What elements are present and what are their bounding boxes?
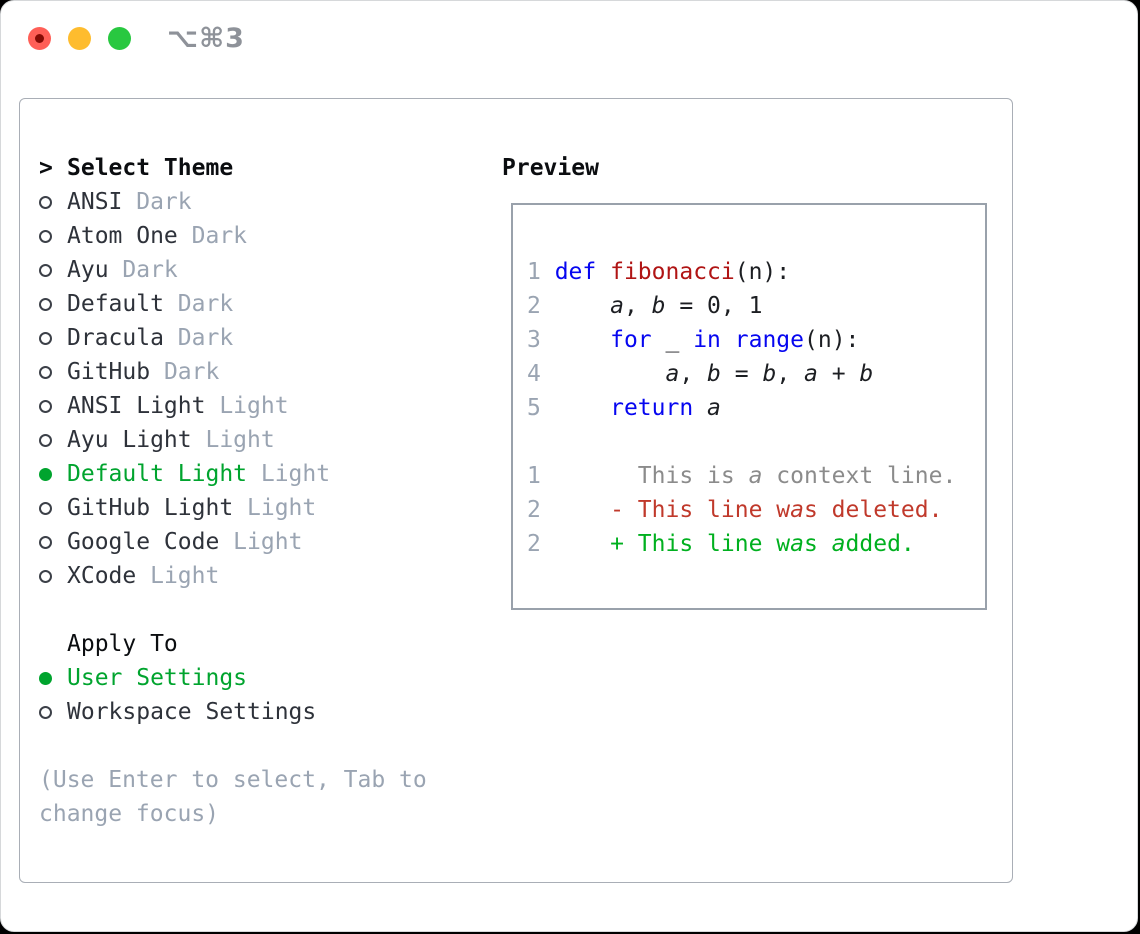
option-label: Google Code <box>67 529 220 555</box>
option-label: Ayu <box>67 257 109 283</box>
radio-selected-icon <box>39 467 52 481</box>
hint-text: (Use Enter to select, Tab to change focus… <box>39 763 499 831</box>
option-variant: Light <box>205 393 289 419</box>
option-variant: Light <box>233 495 317 521</box>
theme-option-ayu-light[interactable]: Ayu Light Light <box>39 423 499 457</box>
option-variant: Light <box>136 563 220 589</box>
option-label: GitHub Light <box>67 495 234 521</box>
traffic-lights <box>28 27 131 50</box>
radio-icon <box>39 263 52 277</box>
code-line <box>527 425 985 459</box>
option-label: Workspace Settings <box>67 699 317 725</box>
radio-icon <box>39 501 52 515</box>
hint-line: (Use Enter to select, Tab to <box>39 767 427 793</box>
option-label: ANSI <box>67 189 123 215</box>
theme-option-default-light[interactable]: Default Light Light <box>39 457 499 491</box>
option-variant: Dark <box>108 257 178 283</box>
theme-header-label: Select Theme <box>67 155 234 181</box>
code-line: 1 This is a context line. <box>527 463 957 489</box>
theme-option-ayu[interactable]: Ayu Dark <box>39 253 499 287</box>
theme-option-atom-one[interactable]: Atom One Dark <box>39 219 499 253</box>
section-gap <box>39 593 499 627</box>
code-line: 5 return a <box>527 395 721 421</box>
option-variant: Dark <box>177 223 248 249</box>
option-variant: Light <box>219 529 303 555</box>
theme-option-github[interactable]: GitHub Dark <box>39 355 499 389</box>
code-line: 1 def fibonacci(n): <box>527 259 791 285</box>
option-label: Default Light <box>67 461 248 487</box>
code-line: 4 a, b = b, a + b <box>527 361 874 387</box>
option-variant: Dark <box>163 291 234 317</box>
window-title: ⌥⌘3 <box>167 23 245 54</box>
option-variant: Dark <box>150 359 220 385</box>
option-label: User Settings <box>67 665 248 691</box>
option-label: GitHub <box>67 359 151 385</box>
titlebar: ⌥⌘3 <box>1 1 1137 77</box>
theme-header: > Select Theme <box>39 151 499 185</box>
selection-caret-icon: > <box>39 155 53 181</box>
option-variant: Light <box>191 427 275 453</box>
theme-option-github-light[interactable]: GitHub Light Light <box>39 491 499 525</box>
code-line: 2 + This line was added. <box>527 531 915 557</box>
code-line: 2 - This line was deleted. <box>527 497 943 523</box>
unsaved-dot-icon <box>35 34 44 43</box>
code-line: 3 for _ in range(n): <box>527 327 860 353</box>
option-variant: Dark <box>163 325 234 351</box>
preview-title: Preview <box>502 155 599 181</box>
option-variant: Light <box>247 461 331 487</box>
theme-option-ansi[interactable]: ANSI Dark <box>39 185 499 219</box>
preview-box: 1 def fibonacci(n): 2 a, b = 0, 1 3 for _ … <box>511 203 987 610</box>
option-label: Dracula <box>67 325 164 351</box>
option-label: XCode <box>67 563 137 589</box>
option-label: ANSI Light <box>67 393 206 419</box>
code-line: 2 a, b = 0, 1 <box>527 293 763 319</box>
radio-icon <box>39 229 52 243</box>
option-label: Ayu Light <box>67 427 192 453</box>
theme-option-ansi-light[interactable]: ANSI Light Light <box>39 389 499 423</box>
option-variant: Dark <box>122 189 192 215</box>
minimize-button[interactable] <box>68 27 91 50</box>
theme-option-google-code[interactable]: Google Code Light <box>39 525 499 559</box>
close-button[interactable] <box>28 27 51 50</box>
radio-icon <box>39 569 52 583</box>
section-gap <box>39 729 499 763</box>
radio-icon <box>39 297 52 311</box>
apply-to-label: Apply To <box>67 631 178 657</box>
radio-icon <box>39 195 52 209</box>
radio-icon <box>39 365 52 379</box>
radio-icon <box>39 705 52 719</box>
radio-icon <box>39 433 52 447</box>
radio-icon <box>39 535 52 549</box>
theme-option-dracula[interactable]: Dracula Dark <box>39 321 499 355</box>
theme-option-xcode[interactable]: XCode Light <box>39 559 499 593</box>
zoom-button[interactable] <box>108 27 131 50</box>
apply-option-user-settings[interactable]: User Settings <box>39 661 499 695</box>
hint-line: change focus) <box>39 801 220 827</box>
radio-icon <box>39 399 52 413</box>
theme-option-default[interactable]: Default Dark <box>39 287 499 321</box>
radio-icon <box>39 331 52 345</box>
apply-to-header: Apply To <box>39 627 499 661</box>
code-preview: 1 def fibonacci(n): 2 a, b = 0, 1 3 for _ … <box>513 205 985 561</box>
apply-option-workspace-settings[interactable]: Workspace Settings <box>39 695 499 729</box>
option-label: Default <box>67 291 164 317</box>
option-label: Atom One <box>67 223 178 249</box>
radio-selected-icon <box>39 671 52 685</box>
